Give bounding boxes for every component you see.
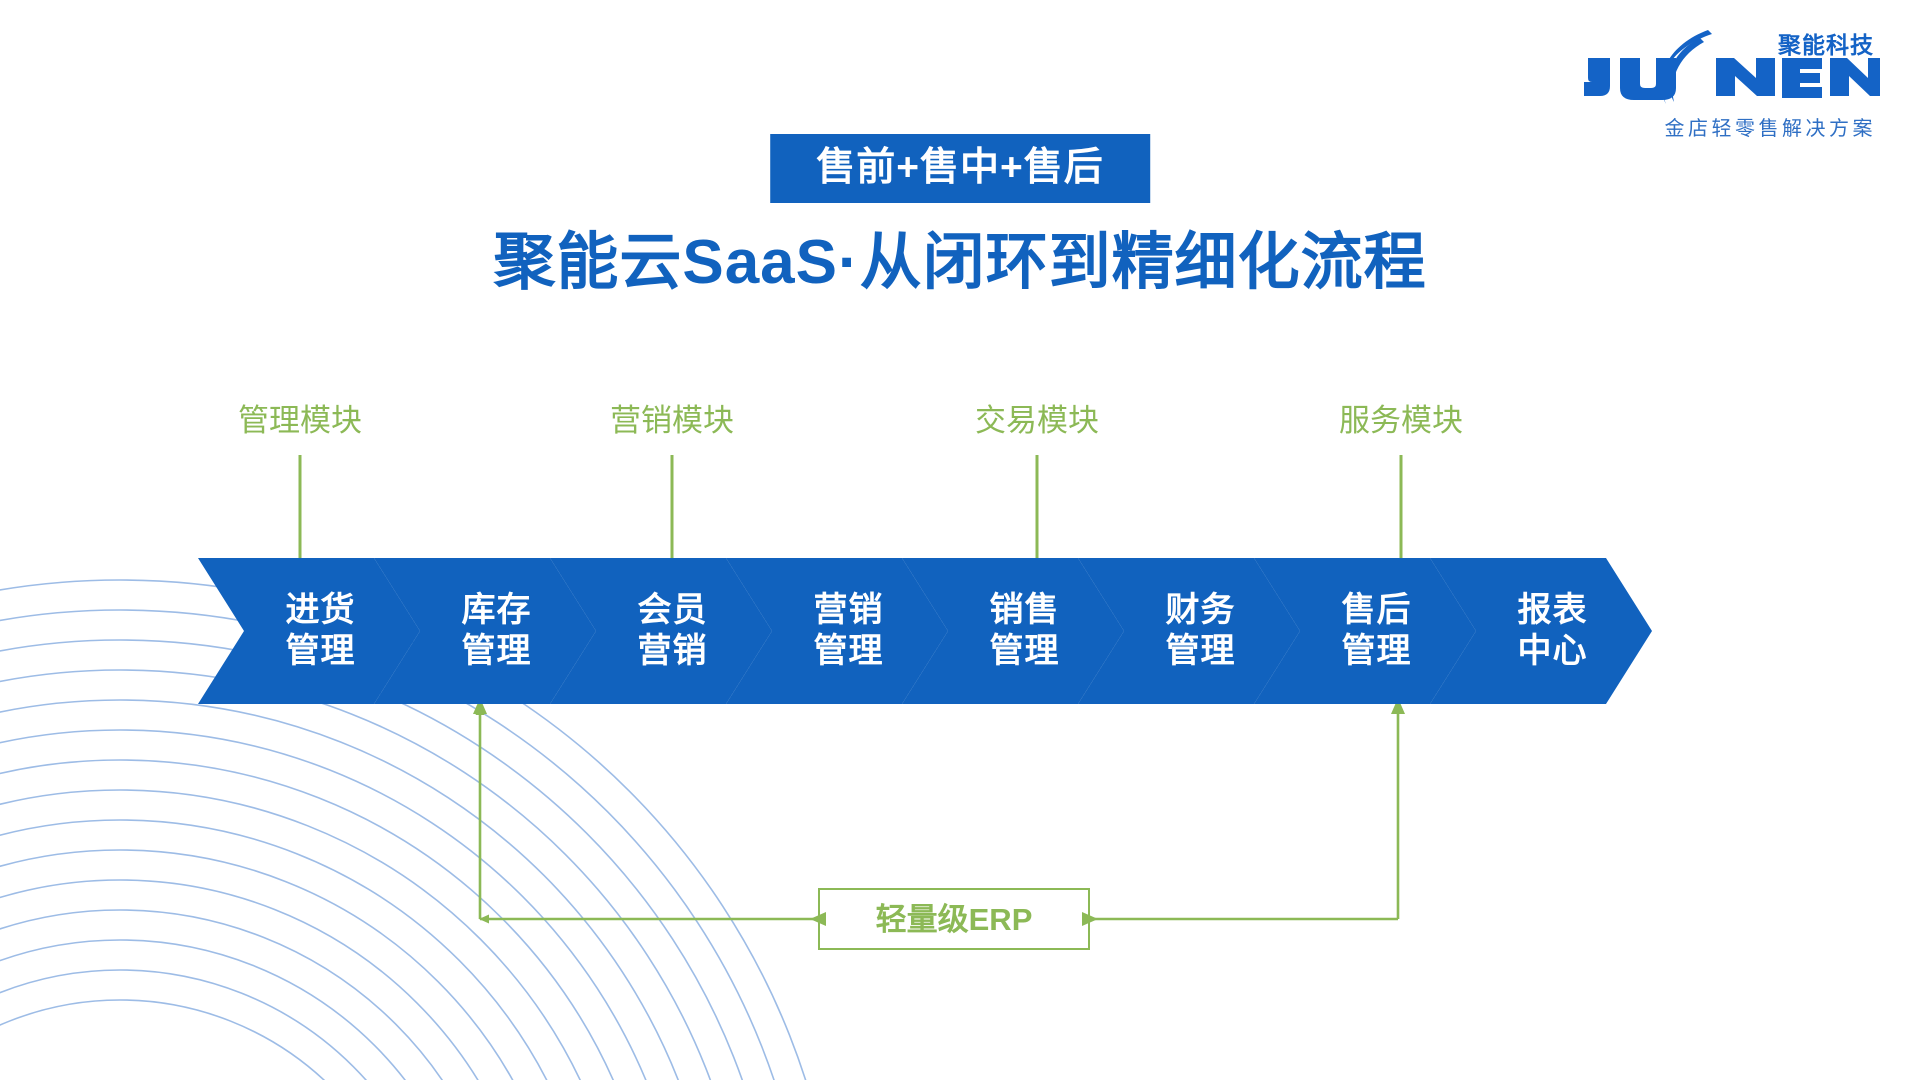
flow-step-line2-1: 管理 xyxy=(461,632,532,670)
erp-feedback-box: 轻量级ERP xyxy=(818,888,1090,950)
page-title: 聚能云SaaS·从闭环到精细化流程 xyxy=(493,228,1427,297)
erp-label: 轻量级ERP xyxy=(875,901,1033,937)
flow-step-line2-5: 管理 xyxy=(1165,632,1236,670)
module-stem-1 xyxy=(670,455,674,558)
flow-step-line1-6: 售后 xyxy=(1341,590,1412,629)
flow-step-line2-0: 管理 xyxy=(285,632,356,670)
logo-chinese-name: 聚能科技 xyxy=(1778,32,1874,58)
flow-step-line1-0: 进货 xyxy=(285,590,356,629)
module-stem-0 xyxy=(298,455,302,558)
flow-step-label-2: 会员营销 xyxy=(638,590,708,673)
module-stem-2 xyxy=(1035,455,1039,558)
flow-step-line1-2: 会员 xyxy=(637,590,708,629)
flow-step-line1-4: 销售 xyxy=(989,590,1060,629)
flow-step-line1-5: 财务 xyxy=(1165,590,1236,629)
flow-step-line1-1: 库存 xyxy=(461,590,532,629)
module-stem-3 xyxy=(1399,455,1403,558)
headline-badge: 售前+售中+售后 xyxy=(770,134,1150,203)
flow-step-label-6: 售后管理 xyxy=(1342,590,1412,673)
flow-step-label-0: 进货管理 xyxy=(286,590,356,673)
flow-step-label-3: 营销管理 xyxy=(814,590,884,673)
flow-step-line1-3: 营销 xyxy=(813,590,884,629)
flow-step-line2-3: 管理 xyxy=(813,632,884,670)
flow-step-0[interactable]: 进货管理 xyxy=(198,558,420,704)
module-label-0: 管理模块 xyxy=(238,403,362,438)
module-label-2: 交易模块 xyxy=(975,403,1099,438)
flow-step-line2-7: 中心 xyxy=(1517,632,1588,670)
junen-wordmark-icon xyxy=(1584,30,1880,104)
module-label-3: 服务模块 xyxy=(1339,403,1463,438)
flow-step-label-4: 销售管理 xyxy=(990,590,1060,673)
flow-step-line2-2: 营销 xyxy=(637,632,708,670)
logo-tagline: 金店轻零售解决方案 xyxy=(1664,118,1876,140)
flow-step-line1-7: 报表 xyxy=(1517,590,1588,629)
flow-step-label-7: 报表中心 xyxy=(1518,590,1588,673)
flow-step-line2-6: 管理 xyxy=(1341,632,1412,670)
flow-step-line2-4: 管理 xyxy=(989,632,1060,670)
module-label-1: 营销模块 xyxy=(610,403,734,438)
process-flow-chevrons: 进货管理库存管理会员营销营销管理销售管理财务管理售后管理报表中心 xyxy=(0,558,1920,704)
brand-logo: 聚能科技 金店轻零售解决方案 xyxy=(1580,22,1880,147)
flow-step-label-5: 财务管理 xyxy=(1166,590,1236,673)
flow-step-label-1: 库存管理 xyxy=(462,590,532,673)
